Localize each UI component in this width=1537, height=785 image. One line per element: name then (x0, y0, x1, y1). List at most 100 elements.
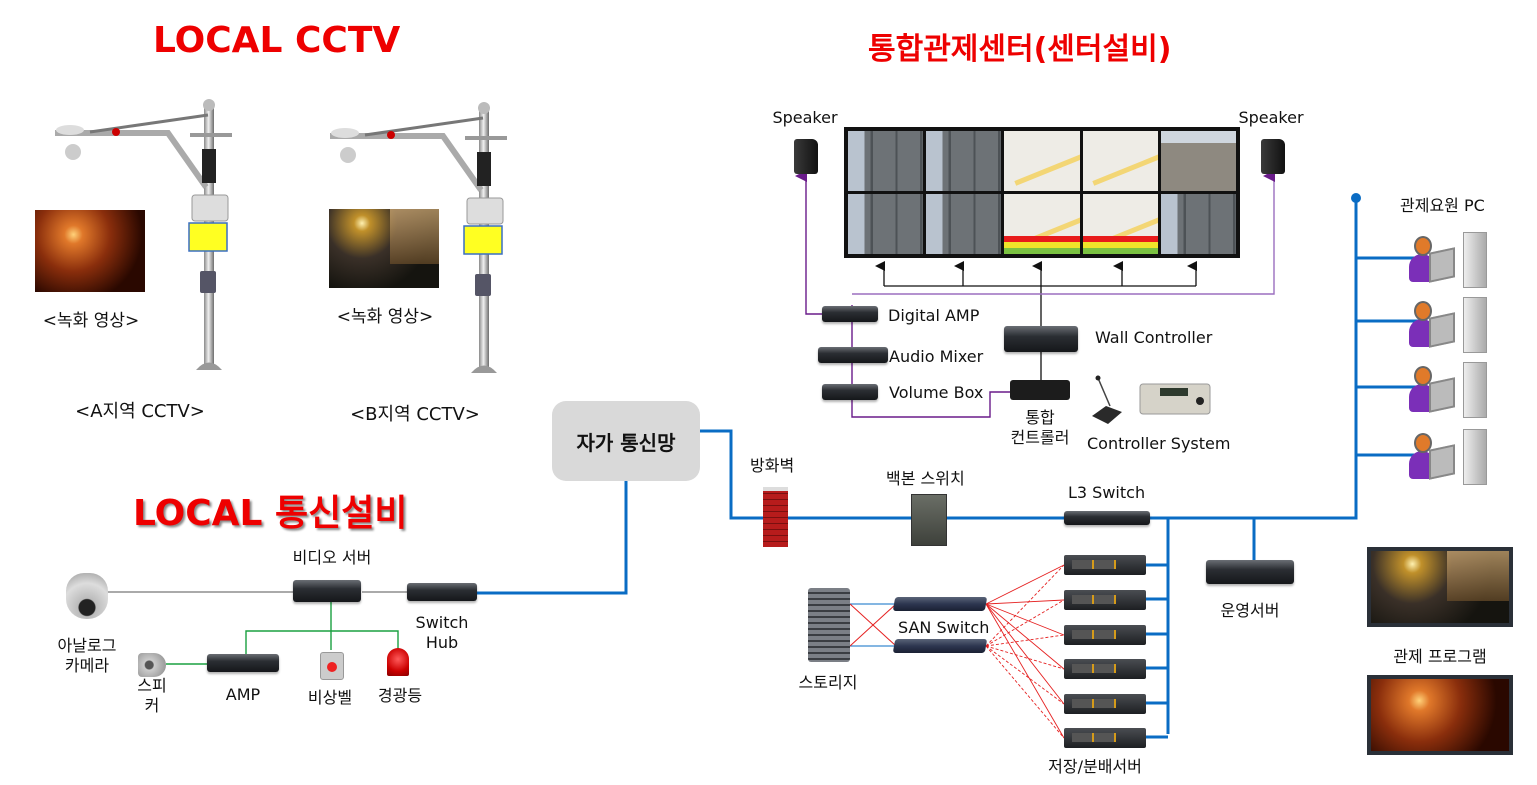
speaker-horn-icon (138, 653, 166, 677)
monitor-icon (1429, 377, 1455, 413)
pc-tower-icon (1463, 232, 1487, 288)
recording-label-a: <녹화 영상> (42, 311, 140, 331)
cctv-pole-a (55, 99, 232, 370)
san-link (985, 599, 1065, 605)
video-wall-panel (1082, 131, 1158, 191)
monitor-icon (1429, 312, 1455, 348)
pc-tower-icon (1463, 362, 1487, 418)
firewall-icon (763, 487, 788, 547)
operations-server-label: 운영서버 (1220, 601, 1280, 620)
video-wall-panel (926, 131, 1002, 191)
video-server-icon (293, 580, 361, 602)
firewall-label: 방화벽 (750, 456, 795, 475)
control-center-title: 통합관제센터(센터설비) (868, 32, 1172, 67)
l3-switch-label: L3 Switch (1068, 483, 1146, 502)
speaker-right-icon (1261, 139, 1285, 174)
site-a-cctv-label: <A지역 CCTV> (75, 401, 205, 422)
video-wall-panel (926, 194, 1002, 254)
integrated-controller-label: 통합 컨트롤러 (1010, 408, 1070, 447)
san-switch-label: SAN Switch (898, 618, 990, 637)
monitor-icon (1429, 247, 1455, 283)
controller-system-label: Controller System (1087, 434, 1231, 453)
san-switch-icon (892, 597, 988, 611)
pc-tower-icon (1463, 429, 1487, 485)
dome-camera-icon (65, 144, 81, 160)
operator-pc (1405, 425, 1487, 487)
local-comm-title: LOCAL 통신설비 (133, 493, 408, 534)
storage-icon (808, 588, 850, 662)
operator-head-icon (1414, 236, 1432, 256)
operator-pc-label: 관제요원 PC (1400, 196, 1485, 215)
self-network-node[interactable]: 자가 통신망 (552, 401, 700, 481)
switch-hub-icon (407, 583, 477, 601)
local-speaker-label: 스피 커 (137, 676, 167, 715)
san-link (985, 564, 1065, 647)
san-switch-icon (892, 639, 988, 653)
network-junction-dot (1351, 193, 1361, 203)
video-wall-panel (848, 131, 924, 191)
san-link (985, 645, 1065, 670)
storage-server-icon (1064, 728, 1146, 748)
video-server-label: 비디오 서버 (292, 548, 372, 567)
emergency-bell-box (200, 271, 216, 293)
monitor-icon (1429, 444, 1455, 480)
san-link (985, 564, 1065, 605)
operator-head-icon (1414, 301, 1432, 321)
recording-image-b (329, 209, 439, 288)
info-sign (188, 222, 228, 252)
analog-camera-label: 아날로그 카메라 (57, 636, 117, 675)
video-wall-feed-lines (875, 261, 1197, 380)
audio-lines (795, 170, 1275, 418)
local-cctv-title: LOCAL CCTV (153, 20, 401, 61)
amp-icon (207, 654, 279, 672)
video-wall-panel (1004, 131, 1080, 191)
video-wall (844, 127, 1240, 258)
dome-camera-icon (340, 147, 356, 163)
storage-server-icon (1064, 555, 1146, 575)
audio-mixer-label: Audio Mixer (889, 347, 984, 366)
video-wall-panel (1004, 194, 1080, 254)
operator-head-icon (1414, 366, 1432, 386)
info-sign (463, 225, 503, 255)
local-alarm-lines (166, 600, 399, 665)
speaker-left-icon (794, 139, 818, 174)
self-network-label: 자가 통신망 (576, 430, 676, 455)
operator-head-icon (1414, 433, 1432, 453)
wall-controller-icon (1004, 326, 1078, 352)
video-wall-panel (1160, 194, 1236, 254)
warning-light-icon (112, 128, 120, 136)
san-link (985, 634, 1065, 647)
pc-tower-icon (1463, 297, 1487, 353)
emergency-bell-icon (320, 652, 344, 680)
video-wall-panel (1082, 194, 1158, 254)
recording-label-b: <녹화 영상> (336, 307, 434, 327)
operator-pc (1405, 228, 1487, 290)
backbone-switch-icon (911, 494, 947, 546)
storage-label: 스토리지 (798, 673, 858, 692)
volume-box-icon (822, 384, 878, 400)
storage-server-icon (1064, 590, 1146, 610)
l3-switch-icon (1064, 511, 1150, 525)
san-lines (849, 603, 897, 647)
storage-server-icon (1064, 659, 1146, 679)
san-mesh-lines (985, 564, 1065, 739)
warning-light-label: 경광등 (377, 686, 423, 705)
video-wall-panel (848, 194, 924, 254)
audio-mixer-icon (818, 347, 888, 363)
san-link (985, 599, 1065, 647)
site-b-cctv-label: <B지역 CCTV> (350, 404, 480, 425)
analog-camera-icon (66, 573, 108, 619)
san-link (985, 603, 1065, 739)
digital-amp-label: Digital AMP (888, 306, 980, 325)
storage-server-label: 저장/분배서버 (1048, 757, 1142, 776)
control-program-monitor (1367, 547, 1513, 627)
amp-label: AMP (225, 685, 261, 704)
emergency-bell-label: 비상벨 (307, 688, 353, 707)
integrated-controller-icon (1010, 380, 1070, 400)
san-link (985, 603, 1065, 636)
speaker-left-label: Speaker (772, 108, 838, 127)
digital-amp-icon (822, 306, 878, 322)
controller-system-icon (1092, 375, 1211, 424)
san-link (985, 603, 1065, 705)
